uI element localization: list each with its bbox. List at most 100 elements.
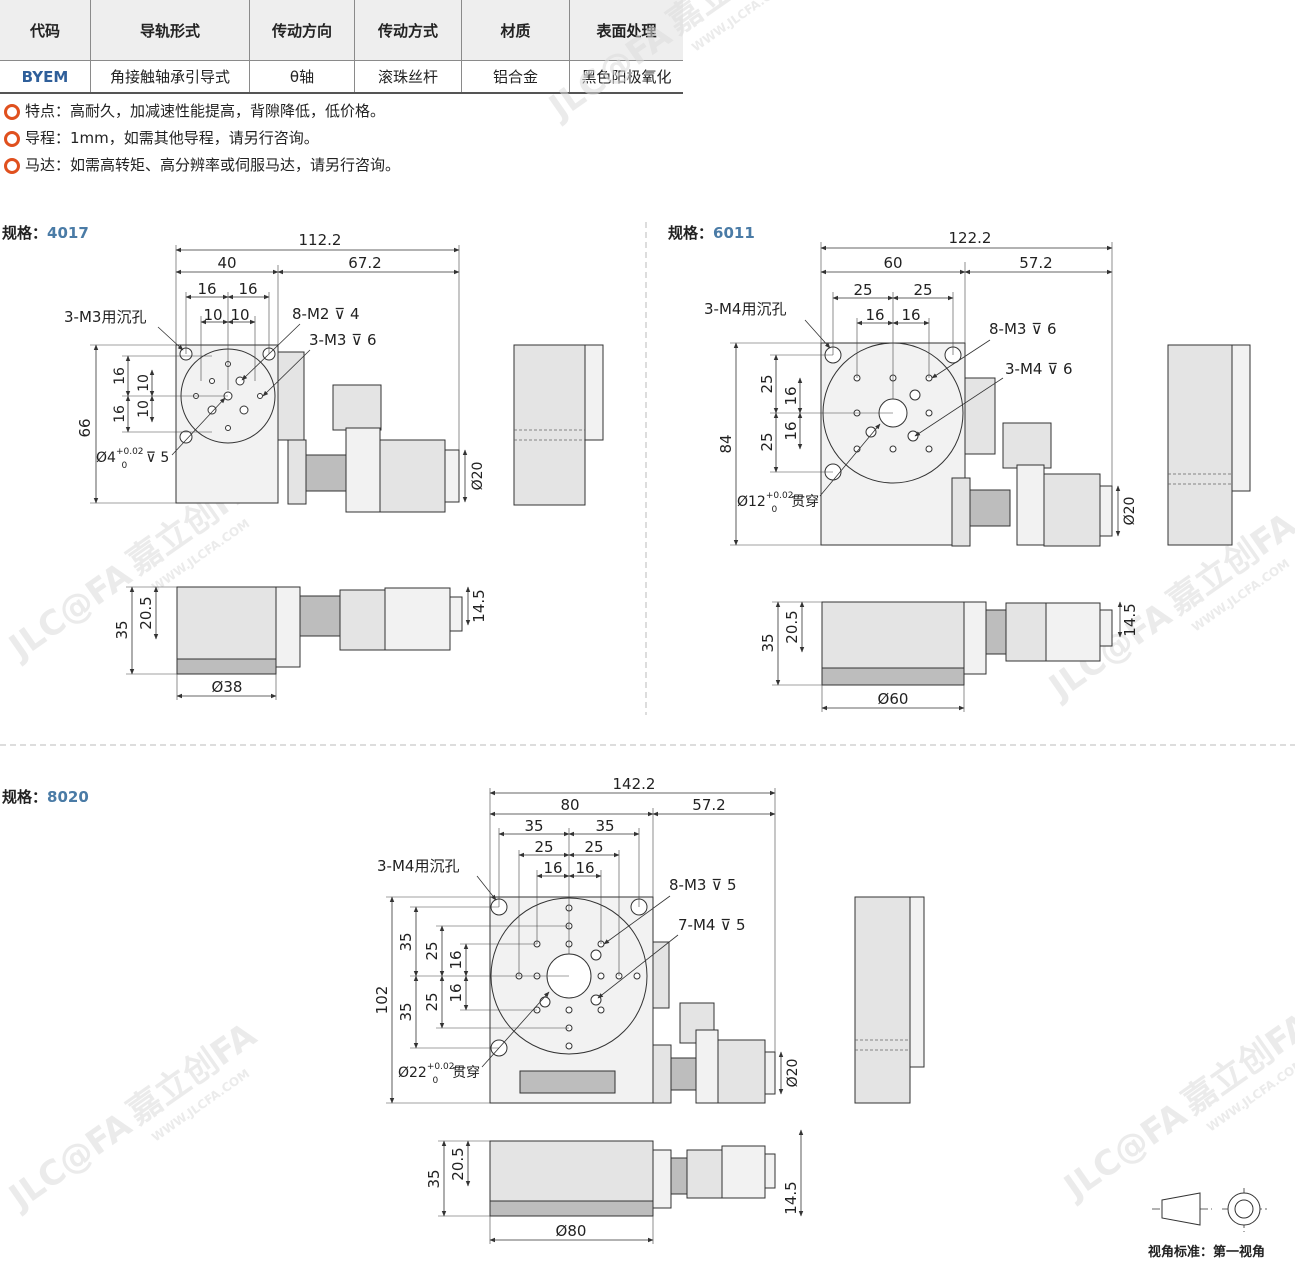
feature-notes: 特点：高耐久，加减速性能提高，背隙降低，低价格。 导程：1mm，如需其他导程，请… [4,98,400,179]
tapped-hole [590,949,602,961]
tapped-hole [907,430,919,442]
callout-tap-label: 3-M4 [1005,360,1042,378]
bullet-icon [4,130,20,147]
callout-bore-depth: 5 [160,450,169,466]
dim-pitch: 35 [595,817,614,835]
dim-vertical: 16 [782,421,800,440]
tapped-hole [565,1042,573,1050]
callout-tap-depth: 6 [1063,360,1073,378]
cell-guide: 角接触轴承引导式 [90,60,250,94]
dim-pitch: 25 [913,281,932,299]
front-view-motor [721,1145,766,1199]
front-view-body [176,586,277,660]
side-block [277,351,305,441]
stepper-motor [379,439,446,513]
dim-vertical: 16 [447,983,465,1002]
header-material: 材质 [461,0,570,61]
callout-tap1: 8-M2 ⊽ 4 [292,305,360,323]
dim-left: 80 [560,796,579,814]
callout-bore-tol: +0.02 [766,491,794,501]
dim-pitch: 16 [901,306,920,324]
dim-height: 66 [76,418,94,437]
coupling [305,454,347,492]
spec-label-6011: 规格：6011 [668,222,755,243]
dim-right: 57.2 [692,796,725,814]
spec-value: 6011 [713,224,755,242]
connector-box [332,384,382,431]
callout-bore-tol: 0 [432,1076,438,1086]
header-finish: 表面处理 [569,0,683,61]
tapped-hole [539,996,551,1008]
callout-tap2: 3-M4 ⊽ 6 [1005,360,1073,378]
right-view-body [1167,344,1233,546]
header-direction: 传动方向 [249,0,355,61]
dim-left: 60 [883,254,902,272]
callout-bore-tol: 0 [771,505,777,515]
cell-direction: θ轴 [249,60,355,94]
callout-bore-dia: Ø12 [737,494,766,510]
front-view-shaft [1099,609,1113,647]
dim-table-dia: Ø38 [212,678,243,696]
callout-counterbore: 3-M3用沉孔 [64,308,146,326]
front-view-connector [1005,602,1047,662]
dim-height: 102 [373,986,391,1015]
dim-side: 20.5 [783,610,801,643]
watermark-logo: JLC@FA [541,15,680,129]
callout-bore-tol: 0 [122,461,128,471]
drawing-4017: 112.2 40 67.2 16 16 10 10 66 16 16 10 10… [64,231,604,700]
callout-tap-depth: 6 [367,331,377,349]
dim-vertical: 10 [136,374,152,392]
callout-tap1: 8-M3 ⊽ 6 [989,320,1057,338]
dim-pitch: 16 [197,280,216,298]
front-view-motor [1045,602,1101,662]
dim-total: 142.2 [613,775,656,793]
dim-vertical: 16 [782,386,800,405]
tapped-hole [633,972,641,980]
tapped-hole [257,393,263,399]
spec-value: 8020 [47,788,89,806]
dim-vertical: 25 [758,432,776,451]
dim-vertical: 10 [136,400,152,418]
right-view-body [513,344,586,506]
callout-tap2: 3-M3 ⊽ 6 [309,331,377,349]
dim-vertical: 25 [423,941,441,960]
callout-tap-label: 8-M3 [989,320,1026,338]
dim-total: 122.2 [949,229,992,247]
dim-vertical: 16 [447,950,465,969]
motor-shaft-end [764,1051,776,1095]
front-view-base [489,1200,654,1217]
tapped-hole [209,378,215,384]
dim-shaft: Ø20 [470,462,486,491]
note-text: 特点：高耐久，加减速性能提高，背隙降低，低价格。 [25,102,386,120]
callout-bore-through: 贯穿 [452,1065,480,1081]
note-text: 马达：如需高转矩、高分辨率或伺服马达，请另行咨询。 [25,156,401,174]
projection-symbol-icon [1152,1188,1270,1232]
dim-pitch: 16 [865,306,884,324]
dim-side: 14.5 [782,1181,800,1214]
drawing-6011: 122.2 60 57.2 25 25 16 16 84 25 25 16 16… [704,229,1251,712]
side-block [964,377,996,455]
spec-table-row: BYEM 角接触轴承引导式 θ轴 滚珠丝杆 铝合金 黑色阳极氧化 [0,60,683,94]
front-view-coupling [299,595,341,637]
dim-pitch: 35 [524,817,543,835]
tapped-hole [597,972,605,980]
dim-vertical: 25 [758,374,776,393]
callout-tap-label: 7-M4 [678,916,715,934]
spec-prefix: 规格： [2,788,48,806]
callout-tap-depth: 6 [1047,320,1057,338]
callout-tap-depth: 5 [736,916,746,934]
front-view-shaft [449,596,463,632]
tapped-hole [225,425,231,431]
dim-pitch: 10 [203,306,222,324]
dim-left: 40 [217,254,236,272]
coupling-housing [652,1044,672,1104]
drawing-8020: 142.2 80 57.2 35 35 25 25 16 16 102 35 3… [373,775,925,1244]
dim-side: 20.5 [137,596,155,629]
dim-shaft: Ø20 [785,1059,801,1088]
front-view-coupling [985,609,1007,655]
spec-label-4017: 规格：4017 [2,222,89,243]
motor-flange [345,427,381,513]
motor-flange [695,1029,719,1104]
dim-pitch: 10 [230,306,249,324]
header-code: 代码 [0,0,91,61]
